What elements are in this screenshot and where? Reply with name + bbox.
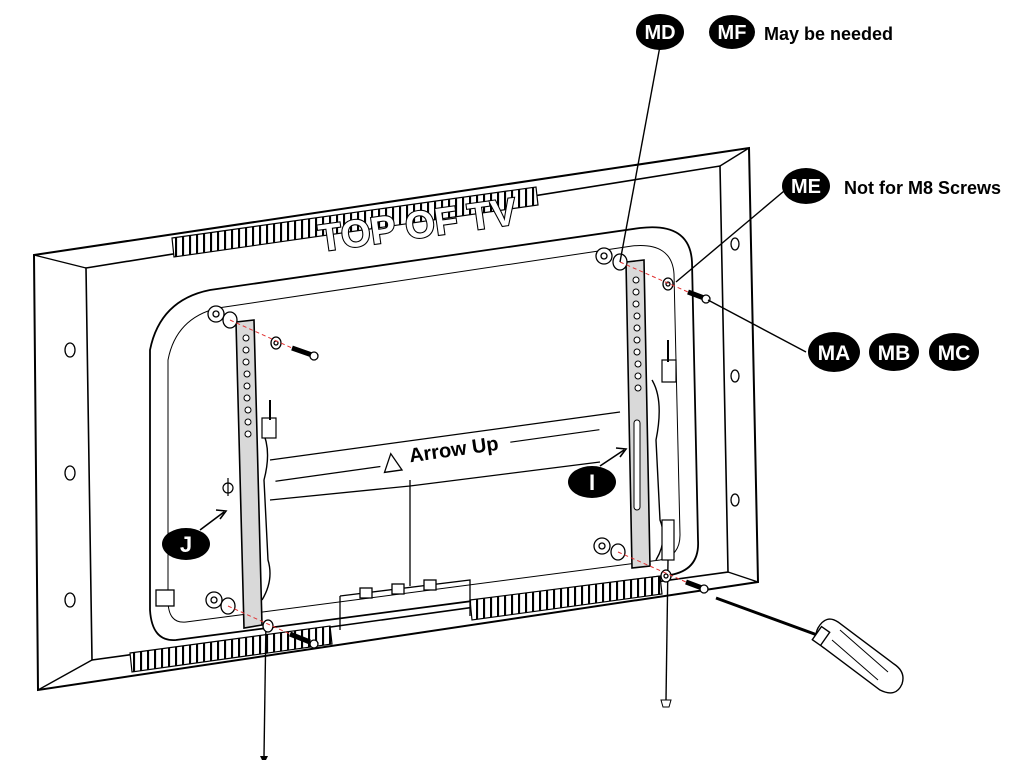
leader-lines [619, 45, 807, 353]
hole-right-1 [730, 237, 740, 251]
hardware-screws [205, 247, 711, 649]
badge-mc-text: MC [938, 342, 971, 365]
badge-mf: MF [707, 13, 757, 51]
badge-me: ME [782, 168, 830, 204]
power-socket [155, 589, 175, 607]
right-bracket [625, 259, 677, 708]
badge-mc: MC [927, 331, 981, 373]
screwdriver [715, 596, 904, 694]
badge-me-text: ME [791, 176, 821, 198]
hole-left-1 [64, 342, 76, 358]
hole-right-2 [730, 369, 740, 383]
badge-mb: MB [867, 331, 921, 373]
badge-ma-text: MA [818, 342, 851, 365]
bottom-vent-left [129, 625, 333, 673]
hole-right-3 [730, 493, 740, 507]
hole-left-3 [64, 592, 76, 608]
hole-left-2 [64, 465, 76, 481]
badge-md: MD [636, 14, 684, 50]
may-be-needed-label: May be needed [764, 24, 893, 44]
not-for-m8-label: Not for M8 Screws [844, 178, 1001, 198]
top-vent [171, 186, 539, 258]
tv-back [32, 146, 760, 692]
bracket-pointers [199, 447, 628, 531]
badge-mf-text: MF [718, 22, 747, 44]
bevel-edge-tl [33, 254, 87, 269]
badge-j: J [162, 528, 210, 560]
bottom-vent-right [469, 575, 663, 621]
bevel-edge-tr [719, 147, 750, 167]
badge-i: I [568, 466, 616, 498]
badge-mb-text: MB [878, 342, 911, 365]
connector-panel [155, 411, 621, 630]
rear-housing-inner [167, 245, 681, 623]
badge-i-text: I [589, 470, 595, 495]
left-bracket [222, 319, 277, 760]
bevel-edge-bl [37, 659, 93, 691]
badge-j-text: J [180, 532, 192, 557]
badge-md-text: MD [644, 22, 675, 44]
bevel-edge-br [727, 571, 759, 583]
badge-ma: MA [808, 332, 860, 372]
rear-housing [149, 226, 699, 641]
side-holes [64, 237, 740, 608]
arrow-up-symbol: △ [380, 444, 404, 476]
